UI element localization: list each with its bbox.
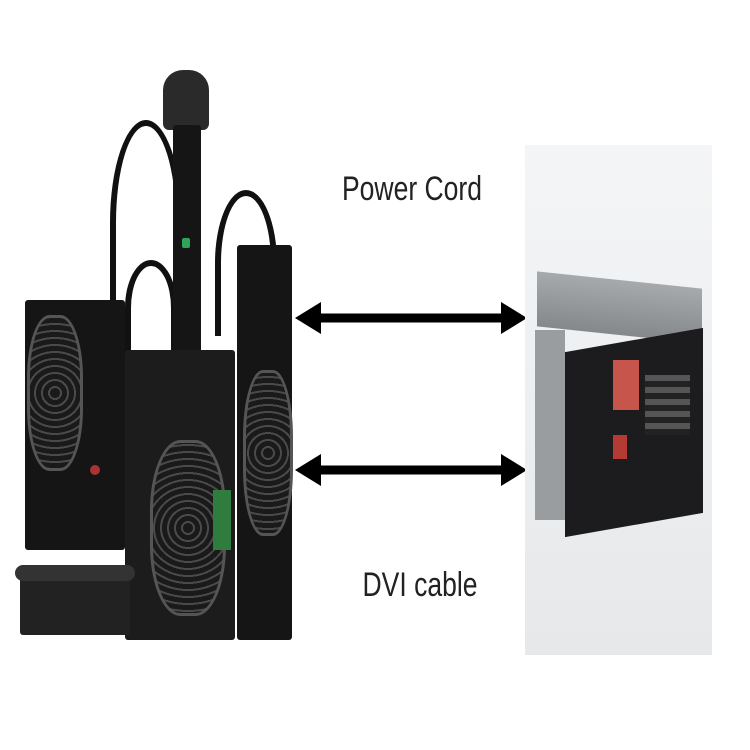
power-cord-arrow: [295, 302, 527, 334]
red-button: [90, 465, 100, 475]
cable: [125, 260, 177, 356]
fan-icon: [27, 315, 83, 471]
port-icon: [645, 375, 690, 435]
controller-box-side: [535, 330, 565, 520]
red-port: [613, 435, 627, 459]
rod: [15, 565, 135, 581]
red-panel: [613, 360, 639, 410]
dvi-cable-arrow: [295, 454, 527, 486]
camera-head: [163, 70, 209, 130]
dvi-cable-label: DVI cable: [362, 566, 478, 604]
indicator-led: [182, 238, 190, 248]
power-cord-label: Power Cord: [341, 170, 483, 208]
projector-device-cluster: [15, 70, 295, 645]
controller-box-photo: [525, 145, 712, 655]
green-connector: [213, 490, 231, 550]
fan-icon: [243, 370, 293, 536]
